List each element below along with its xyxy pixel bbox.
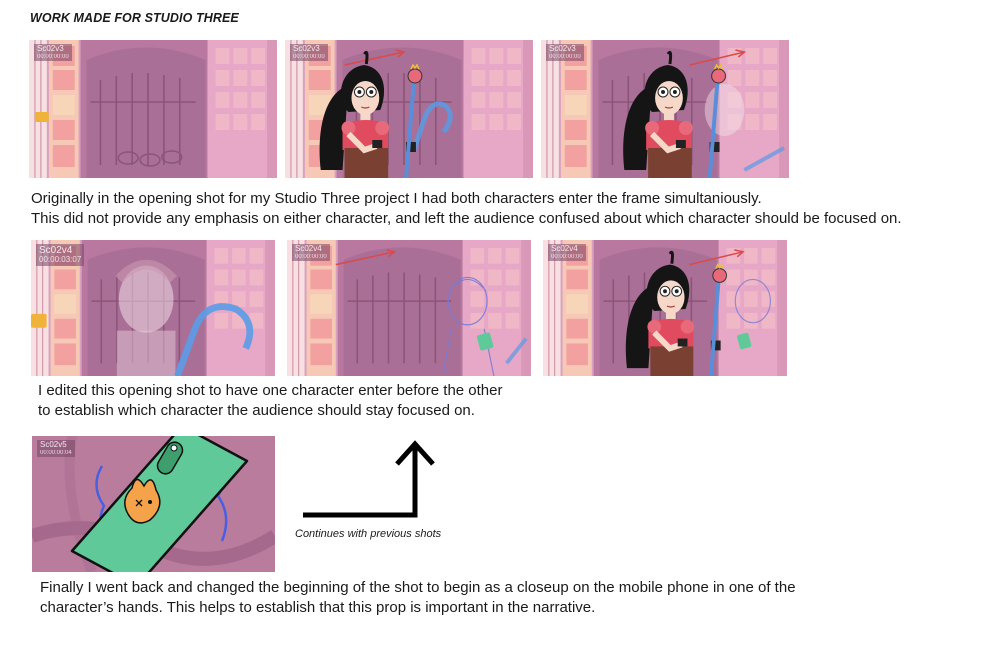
text-line: This did not provide any emphasis on eit… [31,209,902,227]
arrow-caption: Continues with previous shots [295,528,442,540]
storyboard-frame: Sc02v4 00:00:00:00 [287,240,531,376]
scene-id: Sc02v3 [549,44,576,53]
text-line: to establish which character the audienc… [38,401,475,419]
scene-id: Sc02v4 [551,244,578,253]
description-paragraph-2: I edited this opening shot to have one c… [38,381,502,420]
storyboard-frame: Sc02v4 00:00:03:07 [31,240,275,376]
scene-id: Sc02v4 [39,245,73,256]
storyboard-frame: Sc02v3 00:00:00:00 [29,40,277,178]
text-line: character’s hands. This helps to establi… [40,598,596,616]
frame-label: Sc02v3 00:00:00:00 [290,44,328,62]
timecode: 00:00:00:00 [295,253,327,260]
text-line: Originally in the opening shot for my St… [31,190,762,207]
frame-label: Sc02v5 00:00:00:04 [37,440,75,458]
storyboard-frame: Sc02v4 00:00:00:00 [543,240,787,376]
frame-label: Sc02v4 00:00:00:00 [548,244,586,262]
description-paragraph-1: Originally in the opening shot for my St… [31,189,902,228]
timecode: 00:00:00:00 [37,53,69,60]
description-paragraph-3: Finally I went back and changed the begi… [40,578,796,617]
frame-label: Sc02v4 00:00:03:07 [36,244,85,266]
scene-id: Sc02v4 [295,244,322,253]
timecode: 00:00:00:00 [551,253,583,260]
scene-id: Sc02v5 [40,440,67,449]
frame-label: Sc02v3 00:00:00:00 [34,44,72,62]
scene-id: Sc02v3 [293,44,320,53]
timecode: 00:00:00:00 [293,53,325,60]
page-title: WORK MADE FOR STUDIO THREE [30,11,239,25]
continue-arrow-icon [303,440,435,518]
text-line: Finally I went back and changed the begi… [40,579,796,596]
storyboard-frame: Sc02v5 00:00:00:04 [32,436,275,572]
storyboard-frame: Sc02v3 00:00:00:00 [541,40,789,178]
timecode: 00:00:00:00 [549,53,581,60]
text-line: I edited this opening shot to have one c… [38,382,503,399]
scene-id: Sc02v3 [37,44,64,53]
timecode: 00:00:00:04 [40,449,72,456]
timecode: 00:00:03:07 [39,255,82,264]
frame-label: Sc02v4 00:00:00:00 [292,244,330,262]
storyboard-frame: Sc02v3 00:00:00:00 [285,40,533,178]
frame-label: Sc02v3 00:00:00:00 [546,44,584,62]
